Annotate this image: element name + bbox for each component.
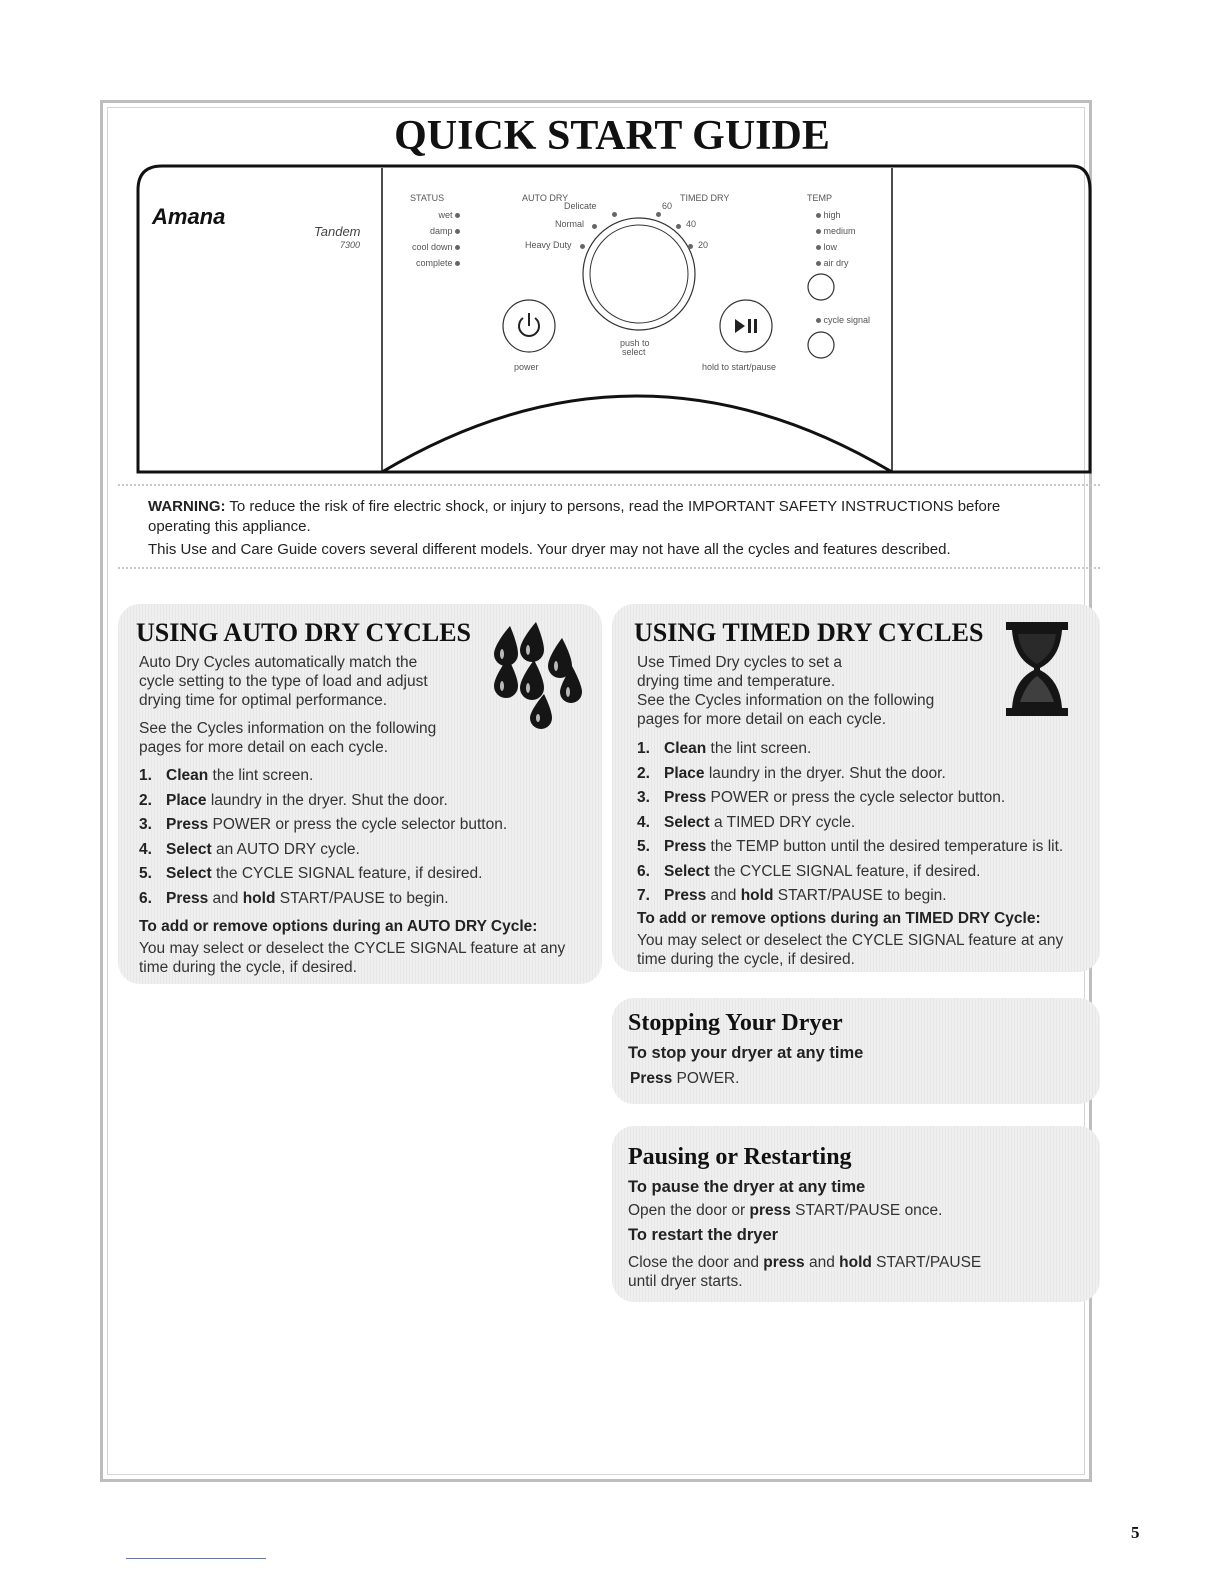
auto-dry-heavy-duty: Heavy Duty (525, 240, 572, 250)
timed-60-indicator (656, 212, 661, 217)
auto-dry-header: AUTO DRY (522, 193, 569, 203)
timed-dry-intro: Use Timed Dry cycles to set a drying tim… (637, 654, 843, 690)
timed-20: 20 (698, 240, 709, 250)
stopping-title: Stopping Your Dryer (628, 1010, 843, 1036)
list-item: 1.Clean the lint screen. (139, 767, 314, 784)
auto-dry-section (118, 604, 602, 984)
temp-low: low (816, 242, 837, 252)
cycle-selector-knob (582, 217, 696, 331)
restart-subheading: To restart the dryer (628, 1226, 779, 1244)
brand-logo: Amana (152, 204, 226, 229)
control-panel-illustration (132, 160, 1092, 480)
list-item: 7.Press and hold START/PAUSE to begin. (637, 887, 947, 904)
timed-dry-see-cycles: See the Cycles information on the follow… (637, 692, 935, 728)
auto-dry-steps: 1.Clean the lint screen. 2.Place laundry… (139, 767, 507, 914)
list-item: 6.Press and hold START/PAUSE to begin. (139, 889, 449, 907)
power-icon (518, 313, 540, 337)
cycle-signal-label: cycle signal (816, 315, 870, 325)
timed-dry-options-heading: To add or remove options during an TIMED… (637, 910, 1041, 927)
model-name: Tandem (314, 224, 361, 239)
auto-dry-title: USING AUTO DRY CYCLES (136, 618, 471, 647)
timed-dry-options-text: You may select or deselect the CYCLE SIG… (637, 932, 1064, 968)
pausing-section (612, 1126, 1100, 1302)
divider-top (118, 484, 1100, 486)
stopping-text: Press POWER. (630, 1070, 740, 1087)
status-complete: complete (390, 258, 460, 268)
panel-outline (136, 164, 1092, 474)
timed-dry-steps: 1.Clean the lint screen. 2.Place laundry… (637, 740, 1063, 912)
temp-air-dry: air dry (816, 258, 849, 268)
pausing-title: Pausing or Restarting (628, 1144, 852, 1170)
list-item: 2.Place laundry in the dryer. Shut the d… (637, 764, 946, 782)
page-number: 5 (1131, 1523, 1140, 1542)
pause-subheading: To pause the dryer at any time (628, 1178, 866, 1196)
model-number: 7300 (340, 240, 361, 250)
timed-40-indicator (676, 224, 681, 229)
footer-link-underline (126, 1558, 266, 1559)
power-label: power (514, 362, 539, 372)
status-header: STATUS (410, 193, 445, 203)
divider-bottom (118, 567, 1100, 569)
hourglass-icon (1006, 622, 1068, 716)
auto-dry-options-text: You may select or deselect the CYCLE SIG… (139, 940, 566, 976)
auto-dry-delicate: Delicate (564, 201, 597, 211)
status-wet: wet (420, 210, 460, 220)
coverage-note: This Use and Care Guide covers several d… (148, 541, 951, 558)
timed-dry-title: USING TIMED DRY CYCLES (634, 618, 984, 647)
timed-dry-section (612, 604, 1100, 972)
normal-indicator (592, 224, 597, 229)
auto-dry-options-heading: To add or remove options during an AUTO … (139, 918, 538, 935)
timed-20-indicator (688, 244, 693, 249)
list-item: 3.Press POWER or press the cycle selecto… (139, 816, 508, 833)
knob-label-select: select (622, 347, 646, 357)
water-drops-icon (494, 622, 582, 729)
timed-dry-header: TIMED DRY (680, 193, 730, 203)
list-item: 3.Press POWER or press the cycle selecto… (637, 789, 1006, 806)
list-item: 4.Select an AUTO DRY cycle. (139, 840, 360, 858)
auto-dry-see-cycles: See the Cycles information on the follow… (139, 720, 437, 756)
list-item: 1.Clean the lint screen. (637, 740, 812, 757)
pause-text: Open the door or press START/PAUSE once. (628, 1202, 943, 1219)
list-item: 5.Select the CYCLE SIGNAL feature, if de… (139, 865, 483, 882)
stopping-subheading: To stop your dryer at any time (628, 1044, 864, 1062)
temp-high: high (816, 210, 841, 220)
timed-60: 60 (662, 201, 673, 211)
list-item: 4.Select a TIMED DRY cycle. (637, 813, 856, 831)
list-item: 6.Select the CYCLE SIGNAL feature, if de… (637, 862, 981, 880)
temp-medium: medium (816, 226, 856, 236)
warning-text: WARNING: To reduce the risk of fire elec… (148, 498, 1001, 535)
start-pause-label: hold to start/pause (702, 362, 777, 372)
knob-label-push: push to (620, 338, 650, 348)
delicate-indicator (612, 212, 617, 217)
play-pause-icon (735, 319, 757, 333)
timed-40: 40 (686, 219, 697, 229)
page-title: QUICK START GUIDE (394, 113, 830, 159)
status-cool-down: cool down (390, 242, 460, 252)
temp-header: TEMP (807, 193, 833, 203)
stopping-section (612, 998, 1100, 1104)
heavy-duty-indicator (580, 244, 585, 249)
restart-text: Close the door and press and hold START/… (628, 1254, 982, 1290)
status-damp: damp (400, 226, 460, 236)
auto-dry-normal: Normal (555, 219, 585, 229)
list-item: 5.Press the TEMP button until the desire… (637, 838, 1064, 855)
list-item: 2.Place laundry in the dryer. Shut the d… (139, 791, 448, 809)
auto-dry-intro: Auto Dry Cycles automatically match the … (139, 654, 428, 709)
